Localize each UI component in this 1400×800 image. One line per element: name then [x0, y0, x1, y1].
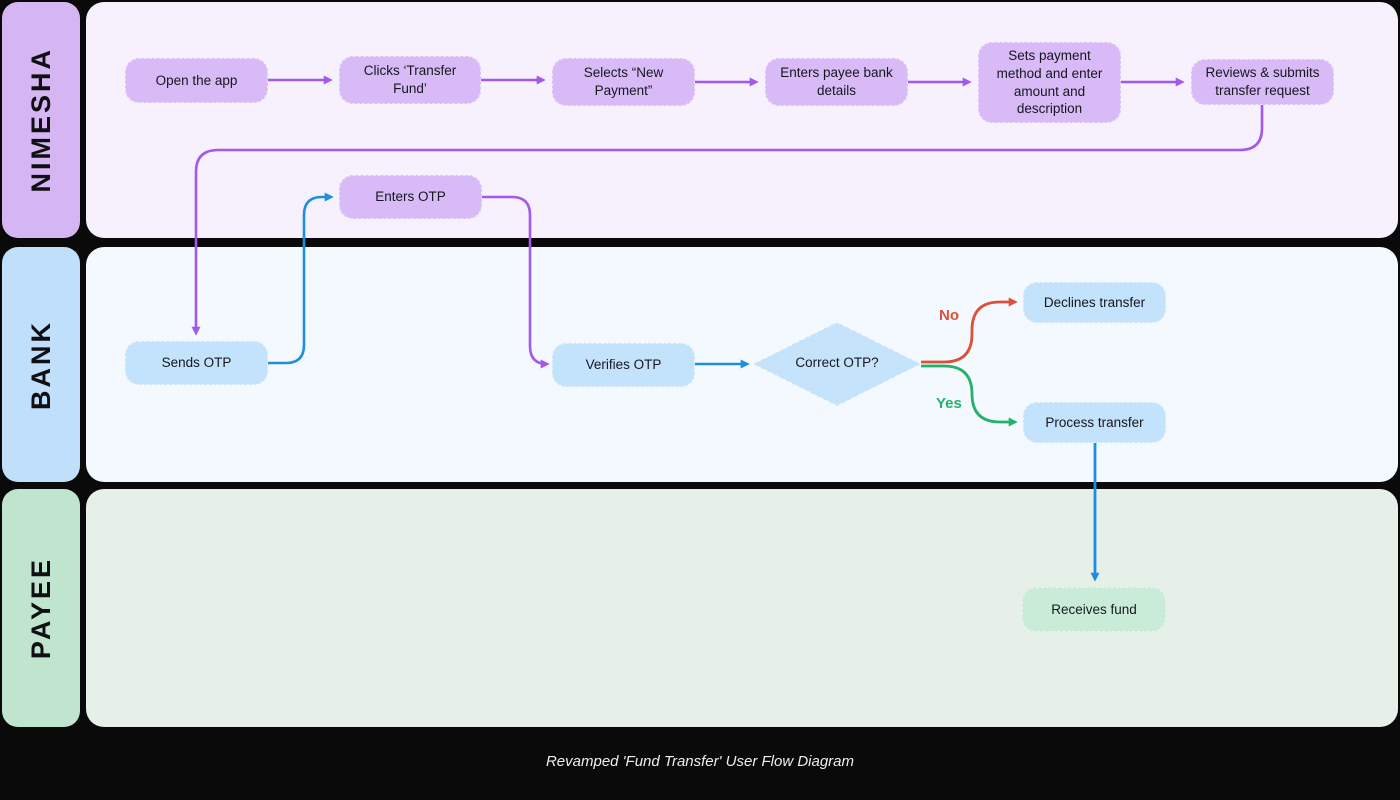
lane-label-bank: BANK	[2, 247, 80, 482]
lane-label-payee: PAYEE	[2, 489, 80, 727]
lane-label-payee-text: PAYEE	[25, 556, 56, 660]
diagram-caption: Revamped 'Fund Transfer' User Flow Diagr…	[545, 753, 855, 770]
node-declines-transfer: Declines transfer	[1023, 282, 1166, 323]
node-open-app: Open the app	[125, 58, 268, 103]
node-enters-otp: Enters OTP	[339, 175, 482, 219]
node-enters-payee-details: Enters payee bank details	[765, 58, 908, 106]
lane-label-nimesha: NIMESHA	[2, 2, 80, 238]
node-receives-fund: Receives fund	[1022, 587, 1166, 632]
node-sets-payment-method: Sets payment method and enter amount and…	[978, 42, 1121, 123]
lane-panel-payee	[86, 489, 1398, 727]
node-reviews-submits: Reviews & submits transfer request	[1191, 59, 1334, 105]
node-clicks-transfer-fund: Clicks ‘Transfer Fund’	[339, 56, 481, 104]
node-sends-otp: Sends OTP	[125, 341, 268, 385]
node-selects-new-payment: Selects “New Payment”	[552, 58, 695, 106]
lane-panel-nimesha	[86, 2, 1398, 238]
node-correct-otp-decision: Correct OTP?	[795, 355, 879, 370]
lane-label-bank-text: BANK	[25, 319, 56, 410]
node-verifies-otp: Verifies OTP	[552, 343, 695, 387]
edge-label-no: No	[939, 307, 959, 324]
lane-label-nimesha-text: NIMESHA	[25, 47, 56, 193]
node-process-transfer: Process transfer	[1023, 402, 1166, 443]
lane-panel-bank	[86, 247, 1398, 482]
edge-label-yes: Yes	[936, 395, 962, 412]
